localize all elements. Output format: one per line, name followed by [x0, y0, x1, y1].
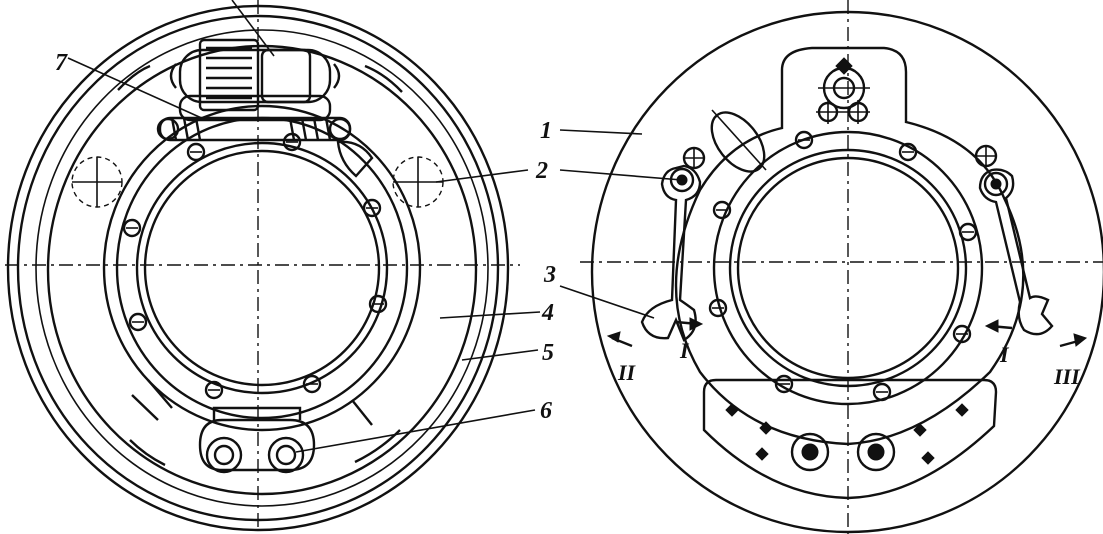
callout-labels: 7 1 2 3 4 5 6 [55, 50, 556, 424]
left-lining-bottom-left [129, 439, 166, 467]
left-lining-bottom-right [354, 429, 401, 464]
leader-5 [461, 349, 539, 361]
leader-3 [559, 285, 655, 319]
right-flange-bolts [708, 130, 978, 402]
left-anchor-pins [198, 406, 316, 474]
left-slot-2 [147, 379, 173, 409]
left-shoe-outer-2 [115, 116, 409, 420]
rotation-label-i-left: I [679, 338, 690, 363]
left-lining-top-right [364, 64, 403, 93]
right-flange-ring [712, 130, 984, 406]
rotation-label-i-right: I [999, 342, 1010, 367]
callout-1: 1 [540, 118, 552, 144]
lower-bracket [702, 378, 998, 500]
left-hidden-cams [71, 156, 444, 208]
left-slot-1 [131, 394, 159, 421]
right-view [559, 0, 1103, 534]
callout-2: 2 [535, 158, 548, 184]
rotation-labels: I II I III [617, 338, 1081, 389]
callout-5: 5 [542, 340, 554, 366]
left-lining-top-left [117, 64, 151, 91]
wrench-right [974, 144, 1054, 336]
callout-4: 4 [541, 300, 554, 326]
left-rim-2 [16, 14, 500, 522]
left-slot-3 [351, 399, 373, 426]
left-shoe-rivets [122, 132, 388, 400]
left-hub-bore [143, 149, 381, 387]
backing-plate-contour [674, 46, 1025, 446]
return-spring [156, 116, 352, 142]
callout-3: 3 [543, 262, 556, 288]
inspection-plug [710, 109, 767, 173]
right-hub-ring [728, 148, 968, 388]
right-hub-bore [736, 156, 960, 380]
leader-1 [559, 129, 643, 135]
leader-top [231, 0, 275, 57]
anchor-pin-block [336, 140, 374, 178]
left-view [5, 0, 541, 532]
rotation-label-iii: III [1053, 364, 1081, 389]
left-hub-ring [135, 141, 389, 395]
leader-2-right [559, 169, 683, 181]
left-rim-4 [46, 44, 478, 496]
right-outer-rim [590, 10, 1103, 534]
left-outer-rim [6, 4, 510, 532]
leader-2-left [435, 169, 529, 183]
left-shoe-outer [102, 104, 422, 432]
callout-6: 6 [540, 398, 552, 424]
bleeder-screw [816, 57, 870, 124]
rotation-label-ii: II [617, 360, 637, 385]
callout-7: 7 [55, 50, 68, 76]
left-rim-3 [35, 29, 489, 507]
leader-6 [295, 409, 536, 453]
leader-4 [439, 311, 541, 319]
leader-7 [67, 57, 207, 121]
rotation-arrows [606, 317, 1088, 348]
